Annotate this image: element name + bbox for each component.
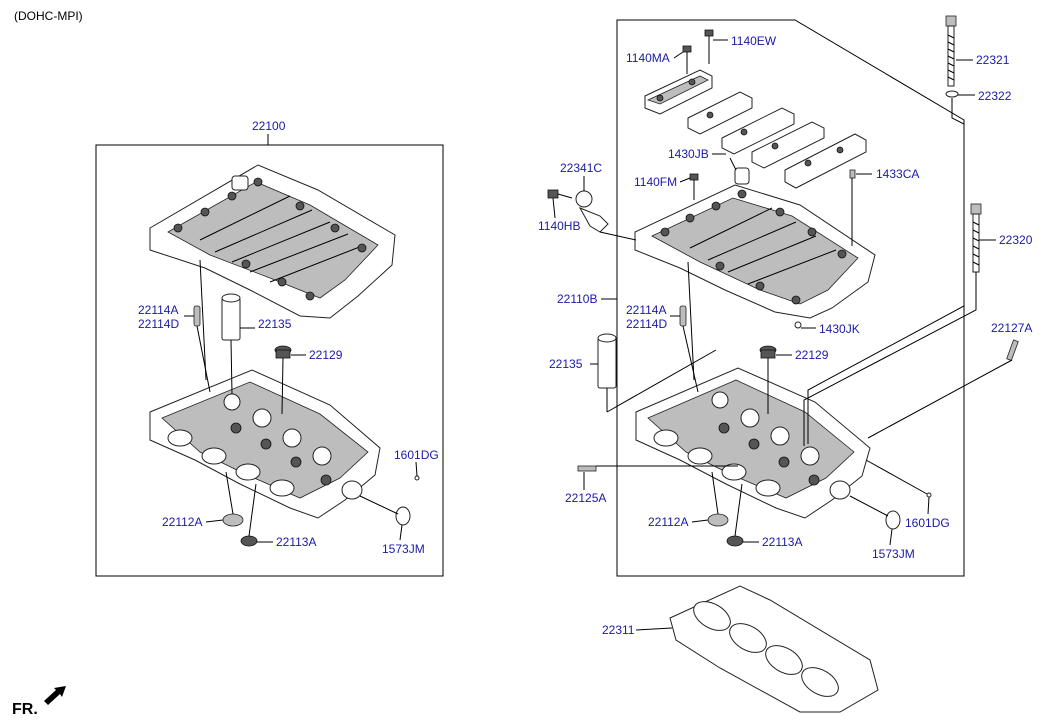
front-indicator-label: FR.: [12, 701, 38, 718]
right-cap: [759, 345, 777, 359]
right-label-1140ma[interactable]: 1140MA: [626, 51, 670, 65]
right-washer-22322: [945, 90, 959, 98]
left-label-1601dg[interactable]: 1601DG: [394, 448, 439, 462]
right-pin-22127a: [1006, 339, 1019, 361]
right-label-22125a[interactable]: 22125A: [565, 491, 606, 505]
right-bolt-22321: [945, 15, 957, 87]
engine-variant-title: (DOHC-MPI): [14, 9, 83, 23]
right-label-22320[interactable]: 22320: [999, 233, 1033, 247]
left-seal-22112a: [222, 513, 244, 527]
right-label-22127a[interactable]: 22127A: [991, 321, 1032, 335]
left-cap-1573jm: [395, 506, 411, 526]
left-label-22113a[interactable]: 22113A: [276, 535, 316, 549]
right-label-1140ew[interactable]: 1140EW: [731, 34, 777, 48]
left-label-22135[interactable]: 22135: [258, 317, 292, 331]
left-label-1573jm[interactable]: 1573JM: [382, 542, 425, 556]
right-pin-22125a: [577, 465, 597, 472]
right-dowel-pin: [679, 305, 687, 327]
left-label-22114a[interactable]: 22114A: [138, 303, 178, 317]
right-pin-1430jk: [794, 321, 802, 329]
left-dowel-pin: [193, 305, 201, 327]
right-assembly: 1140MA 1140EW 22321 22322 22341C 1430JB …: [538, 15, 1033, 713]
right-bolt-1140ew: [704, 29, 714, 64]
left-label-22129[interactable]: 22129: [309, 348, 343, 362]
left-cap: [274, 345, 292, 359]
left-group-label[interactable]: 22100: [252, 119, 286, 133]
right-camshaft-carrier: [634, 167, 876, 319]
right-label-1433ca[interactable]: 1433CA: [876, 167, 919, 181]
right-bolt-1140hb: [547, 189, 573, 199]
right-label-22110b[interactable]: 22110B: [557, 292, 597, 306]
right-label-1430jb[interactable]: 1430JB: [668, 147, 709, 161]
right-bolt-1140fm: [689, 173, 699, 200]
right-label-1140hb[interactable]: 1140HB: [538, 219, 580, 233]
right-cylinder-head: [635, 367, 871, 519]
front-arrow-icon: [44, 686, 66, 705]
right-label-22112a[interactable]: 22112A: [648, 515, 688, 529]
right-seal-22113a: [726, 535, 744, 547]
right-label-22114d[interactable]: 22114D: [626, 317, 667, 331]
right-label-22311[interactable]: 22311: [602, 623, 635, 637]
right-label-22322[interactable]: 22322: [978, 89, 1012, 103]
right-label-1140fm[interactable]: 1140FM: [634, 175, 677, 189]
right-bolt-22320: [970, 203, 982, 273]
right-label-22135[interactable]: 22135: [549, 357, 583, 371]
left-camshaft-carrier: [149, 164, 396, 319]
right-label-22129[interactable]: 22129: [795, 348, 829, 362]
right-plug-cylinder: [597, 333, 617, 389]
right-label-1430jk[interactable]: 1430JK: [819, 322, 860, 336]
right-label-22113a[interactable]: 22113A: [762, 535, 802, 549]
right-cap-1573jm: [885, 510, 901, 530]
left-cylinder-head: [149, 369, 381, 519]
right-label-22341c[interactable]: 22341C: [560, 161, 602, 175]
right-bearing-caps: [644, 69, 867, 189]
left-seal-22113a: [240, 535, 258, 547]
right-head-gasket: [669, 585, 879, 713]
right-label-22321[interactable]: 22321: [976, 53, 1010, 67]
right-pin-1601dg: [926, 492, 932, 498]
left-label-22114d[interactable]: 22114D: [138, 317, 179, 331]
left-plug-cylinder: [221, 293, 241, 341]
right-label-1573jm[interactable]: 1573JM: [872, 547, 915, 561]
right-seal-22112a: [707, 513, 729, 527]
right-label-1601dg[interactable]: 1601DG: [905, 516, 950, 530]
left-assembly-frame: [95, 144, 444, 577]
right-assembly-frame: [616, 19, 965, 577]
right-bolt-1140ma: [682, 45, 692, 74]
left-assembly: 22100: [95, 119, 444, 577]
right-label-22114a[interactable]: 22114A: [626, 303, 666, 317]
left-pin-1601dg: [414, 475, 420, 481]
right-pin-1433ca: [849, 169, 856, 179]
right-bracket-22341c: [575, 190, 609, 233]
left-label-22112a[interactable]: 22112A: [162, 515, 202, 529]
